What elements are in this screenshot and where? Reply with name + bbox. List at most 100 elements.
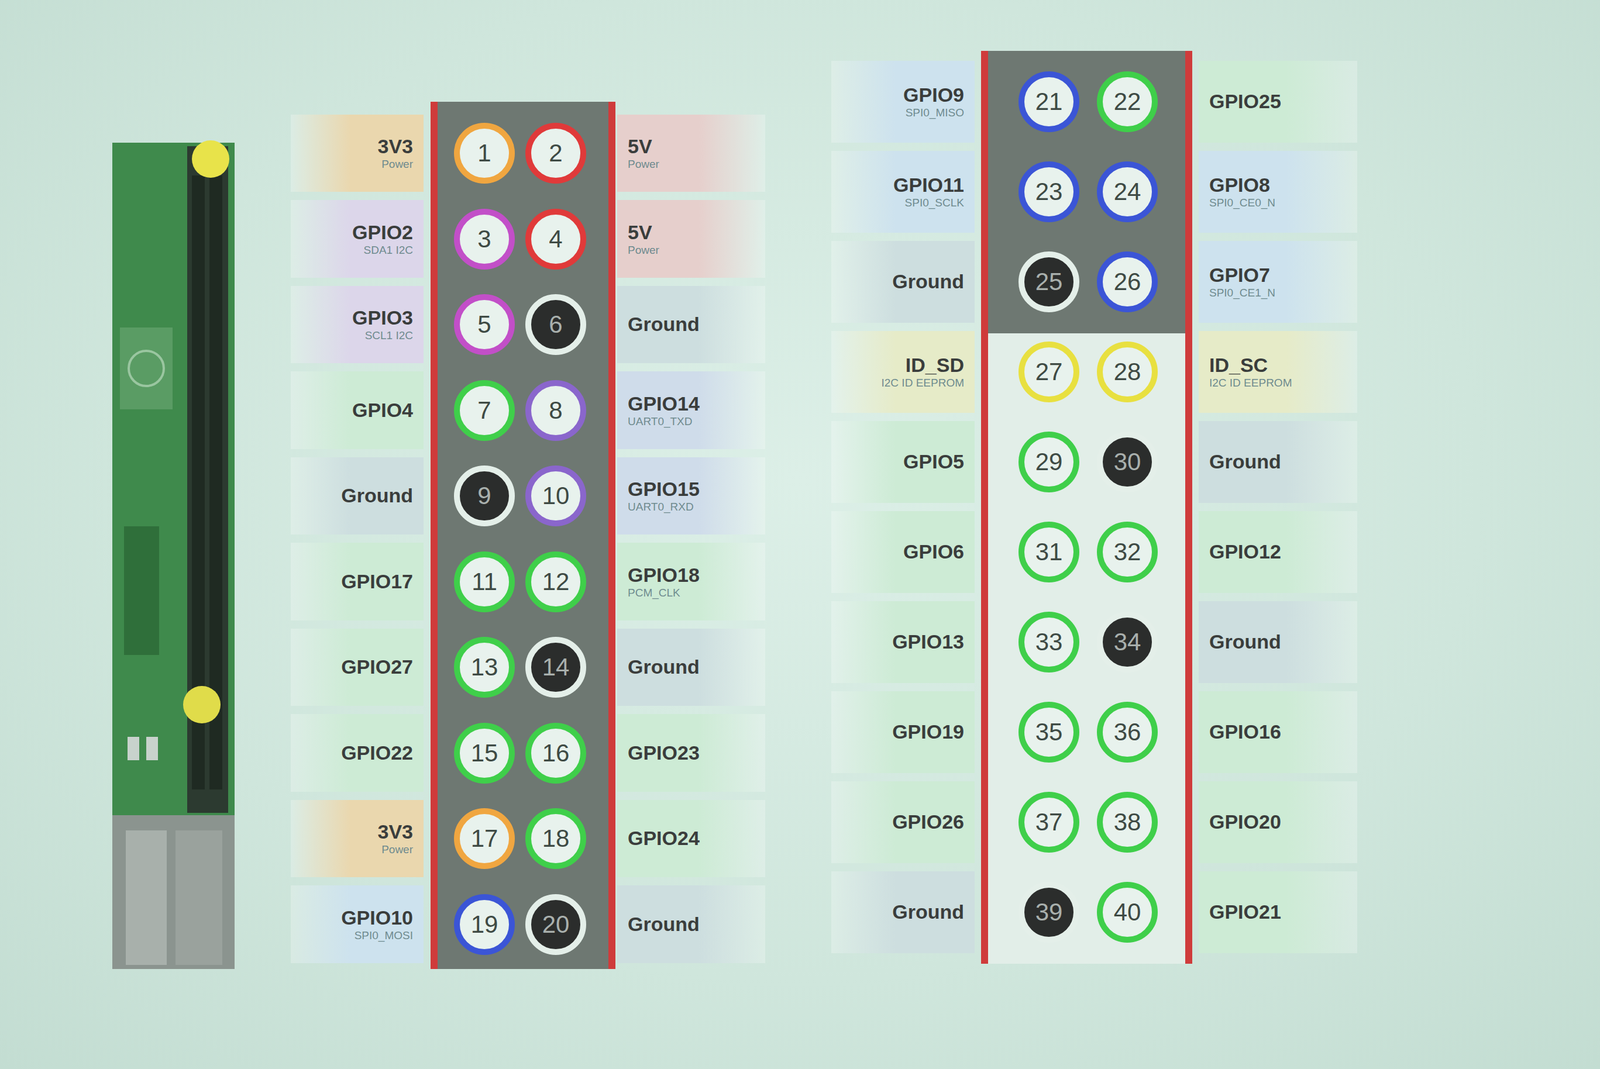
pin-name: GPIO5	[903, 450, 965, 474]
pin-label-band: Ground	[617, 628, 766, 707]
pin-name: GPIO22	[341, 741, 414, 765]
pin-number: 12	[542, 569, 570, 595]
pin-name: Ground	[627, 655, 700, 679]
pin-number: 11	[471, 569, 498, 595]
pin-circle: 27	[1018, 341, 1080, 403]
pin-name: GPIO20	[1209, 810, 1282, 834]
red-border	[430, 101, 438, 970]
pin-label-band: GPIO4	[290, 371, 424, 450]
pin-name: Ground	[892, 900, 965, 924]
pin-name: 3V3	[377, 820, 414, 844]
pin-name: GPIO2	[352, 221, 414, 244]
pin-circle: 19	[453, 894, 515, 956]
pin-label-band: 3V3Power	[290, 800, 424, 879]
pin-number: 40	[1113, 900, 1142, 925]
pin-function: SDA1 I2C	[363, 243, 414, 258]
pin-function: Power	[381, 157, 414, 172]
pin-name: GPIO10	[341, 906, 414, 930]
pin-number: 29	[1035, 449, 1063, 475]
pin-number: 39	[1035, 900, 1063, 925]
pin-number: 1	[477, 140, 491, 166]
pin-label-band: GPIO8SPI0_CE0_N	[1198, 150, 1358, 233]
pin-label-band: Ground	[831, 871, 975, 954]
pin-number: 20	[542, 912, 570, 938]
pin-name: Ground	[1209, 450, 1282, 474]
pin-number: 3	[477, 226, 491, 252]
pin-circle: 12	[525, 551, 587, 613]
pin-label-band: 5VPower	[617, 200, 766, 278]
led	[146, 737, 158, 761]
pin-circle: 34	[1096, 611, 1158, 673]
ethernet-port	[175, 830, 223, 966]
pin-number: 5	[477, 312, 491, 337]
pin-name: GPIO21	[1209, 900, 1282, 924]
pin-circle: 31	[1018, 521, 1080, 583]
pin-number: 23	[1035, 179, 1063, 205]
pin-label-band: Ground	[1198, 421, 1358, 504]
pin-label-band: GPIO21	[1198, 871, 1358, 954]
pin-name: GPIO24	[627, 827, 700, 851]
pin-label-band: 3V3Power	[290, 114, 424, 193]
pin-label-band: GPIO11SPI0_SCLK	[831, 150, 975, 233]
red-border	[608, 101, 616, 970]
pin-number: 4	[548, 226, 563, 252]
pin-label-band: Ground	[290, 457, 424, 536]
pin-number: 24	[1113, 179, 1142, 205]
pin-number: 19	[470, 912, 499, 938]
pin-function: Power	[627, 157, 660, 172]
pin-number: 7	[477, 398, 491, 423]
pin-label-band: Ground	[617, 885, 766, 964]
pin-circle: 6	[525, 294, 587, 356]
pin-label-band: GPIO15UART0_RXD	[617, 457, 766, 536]
pin-number: 30	[1113, 449, 1142, 475]
pin-circle: 14	[525, 637, 587, 698]
pin-name: GPIO11	[893, 173, 965, 197]
pin-circle: 15	[453, 723, 515, 784]
header-background	[433, 101, 612, 970]
pin-name: GPIO12	[1209, 540, 1282, 564]
pin-number: 33	[1035, 630, 1063, 655]
pin-label-band: GPIO3SCL1 I2C	[290, 286, 424, 364]
pin-name: GPIO8	[1209, 173, 1271, 197]
pin-name: GPIO9	[903, 83, 965, 107]
pin-name: GPIO27	[341, 655, 414, 679]
pin-number: 17	[470, 826, 499, 852]
pin-label-band: GPIO17	[290, 542, 424, 621]
pin-name: GPIO19	[892, 720, 965, 744]
pin-label-band: GPIO24	[617, 800, 766, 879]
pin-circle: 10	[525, 465, 587, 527]
pin-circle: 18	[525, 808, 587, 870]
red-border	[1185, 50, 1193, 965]
pin-circle: 23	[1018, 161, 1080, 223]
pin-function: SPI0_MOSI	[354, 929, 414, 944]
pin-name: GPIO14	[627, 392, 700, 416]
pin-name: GPIO15	[627, 477, 700, 501]
pin-name: GPIO18	[627, 563, 700, 587]
pin-number: 32	[1113, 539, 1142, 565]
pin-function: PCM_CLK	[627, 586, 681, 601]
red-border	[981, 50, 989, 965]
pin-circle: 38	[1096, 792, 1158, 853]
board-illustration	[112, 140, 235, 970]
pin-function: Power	[627, 243, 660, 258]
pin-circle: 39	[1018, 882, 1080, 944]
pin-number: 14	[542, 655, 570, 680]
pin-number: 15	[470, 741, 499, 766]
pin-function: I2C ID EEPROM	[881, 376, 965, 391]
pin-circle: 13	[453, 637, 515, 698]
pin-number: 34	[1113, 630, 1142, 655]
pin-circle: 20	[525, 894, 587, 956]
pin-name: 3V3	[377, 135, 414, 158]
pin-label-band: GPIO23	[617, 714, 766, 793]
pin-name: GPIO4	[352, 398, 414, 422]
pin-label-band: GPIO5	[831, 421, 975, 504]
pin-circle: 17	[453, 808, 515, 870]
mounting-hole	[191, 140, 230, 178]
pin-number: 27	[1035, 359, 1063, 385]
pin-number: 18	[542, 826, 570, 852]
pin-function: SPI0_SCLK	[905, 196, 965, 211]
pin-name: GPIO13	[892, 630, 965, 654]
pin-circle: 11	[453, 551, 515, 613]
